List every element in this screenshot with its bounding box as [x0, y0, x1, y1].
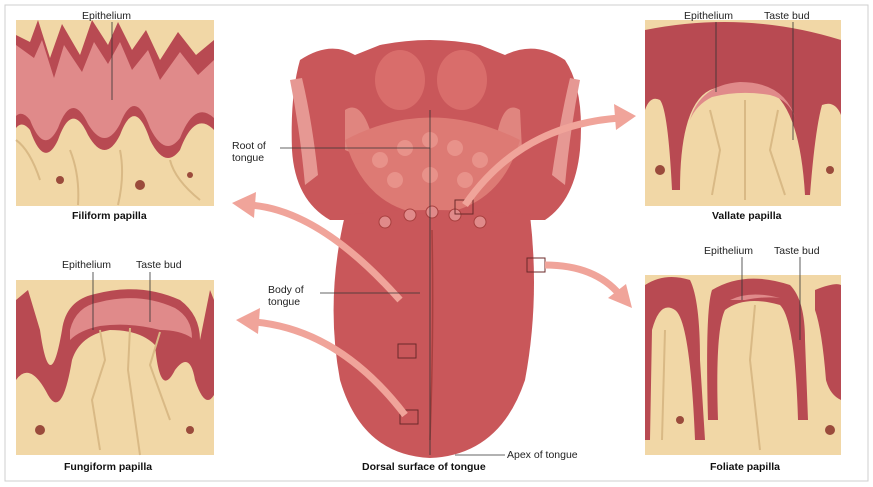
apex-of-tongue-label: Apex of tongue — [507, 449, 578, 461]
vallate-papilla-caption: Vallate papilla — [712, 210, 781, 222]
fungiform-epithelium-label: Epithelium — [62, 259, 111, 271]
dorsal-surface-caption: Dorsal surface of tongue — [362, 461, 486, 473]
foliate-papilla-illustration — [645, 275, 841, 455]
fungiform-papilla-caption: Fungiform papilla — [64, 461, 152, 473]
foliate-papilla-caption: Foliate papilla — [710, 461, 780, 473]
filiform-epithelium-label: Epithelium — [82, 10, 131, 22]
vallate-epithelium-label: Epithelium — [684, 10, 733, 22]
fungiform-papilla-illustration — [16, 280, 214, 455]
body-of-tongue-label: Body of tongue — [268, 284, 318, 308]
filiform-papilla-illustration — [16, 20, 214, 206]
root-of-tongue-label: Root of tongue — [232, 140, 280, 164]
fungiform-taste-bud-label: Taste bud — [136, 259, 182, 271]
vallate-papilla-illustration — [645, 20, 841, 206]
filiform-papilla-caption: Filiform papilla — [72, 210, 147, 222]
tongue-illustration — [290, 40, 581, 458]
foliate-epithelium-label: Epithelium — [704, 245, 753, 257]
vallate-taste-bud-label: Taste bud — [764, 10, 810, 22]
foliate-taste-bud-label: Taste bud — [774, 245, 820, 257]
